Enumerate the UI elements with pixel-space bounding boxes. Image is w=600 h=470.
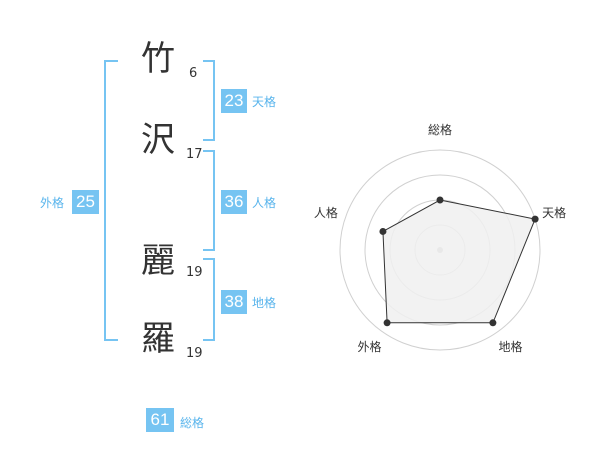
radar-axis-label: 外格	[357, 339, 381, 354]
name-char-3: 麗	[141, 241, 175, 281]
radar-point	[531, 215, 539, 223]
radar-axis-label: 天格	[542, 205, 566, 220]
radar-axis-label: 人格	[314, 205, 338, 220]
radar-axis-label: 総格	[428, 122, 452, 137]
sokaku-value: 61	[146, 408, 174, 432]
sokaku-label: 総格	[180, 416, 205, 430]
name-char-2: 沢	[141, 120, 175, 160]
jinkaku-label: 人格	[252, 196, 277, 210]
stroke-count-3: 19	[186, 265, 203, 280]
gaikaku-label: 外格	[40, 196, 65, 210]
chikaku-label: 地格	[252, 296, 277, 310]
radar-point	[489, 319, 497, 327]
radar-grid-ring	[339, 149, 541, 351]
chikaku-value: 38	[221, 290, 247, 314]
radar-point	[379, 227, 387, 235]
stroke-count-1: 6	[189, 66, 198, 81]
name-char-4: 羅	[141, 319, 175, 359]
tenkaku-value: 23	[221, 89, 247, 113]
radar-axis-label: 地格	[499, 339, 523, 354]
stroke-count-4: 19	[186, 346, 203, 361]
name-char-1: 竹	[141, 39, 175, 79]
stroke-count-2: 17	[186, 147, 203, 162]
bracket-tenkaku	[203, 60, 215, 141]
radar-area	[382, 199, 536, 324]
radar-point	[383, 319, 391, 327]
bracket-gaikaku	[104, 60, 118, 341]
tenkaku-label: 天格	[252, 95, 277, 109]
gaikaku-value: 25	[72, 190, 99, 214]
bracket-jinkaku	[203, 150, 215, 251]
jinkaku-value: 36	[221, 190, 247, 214]
radar-point	[436, 196, 444, 204]
bracket-chikaku	[203, 258, 215, 341]
